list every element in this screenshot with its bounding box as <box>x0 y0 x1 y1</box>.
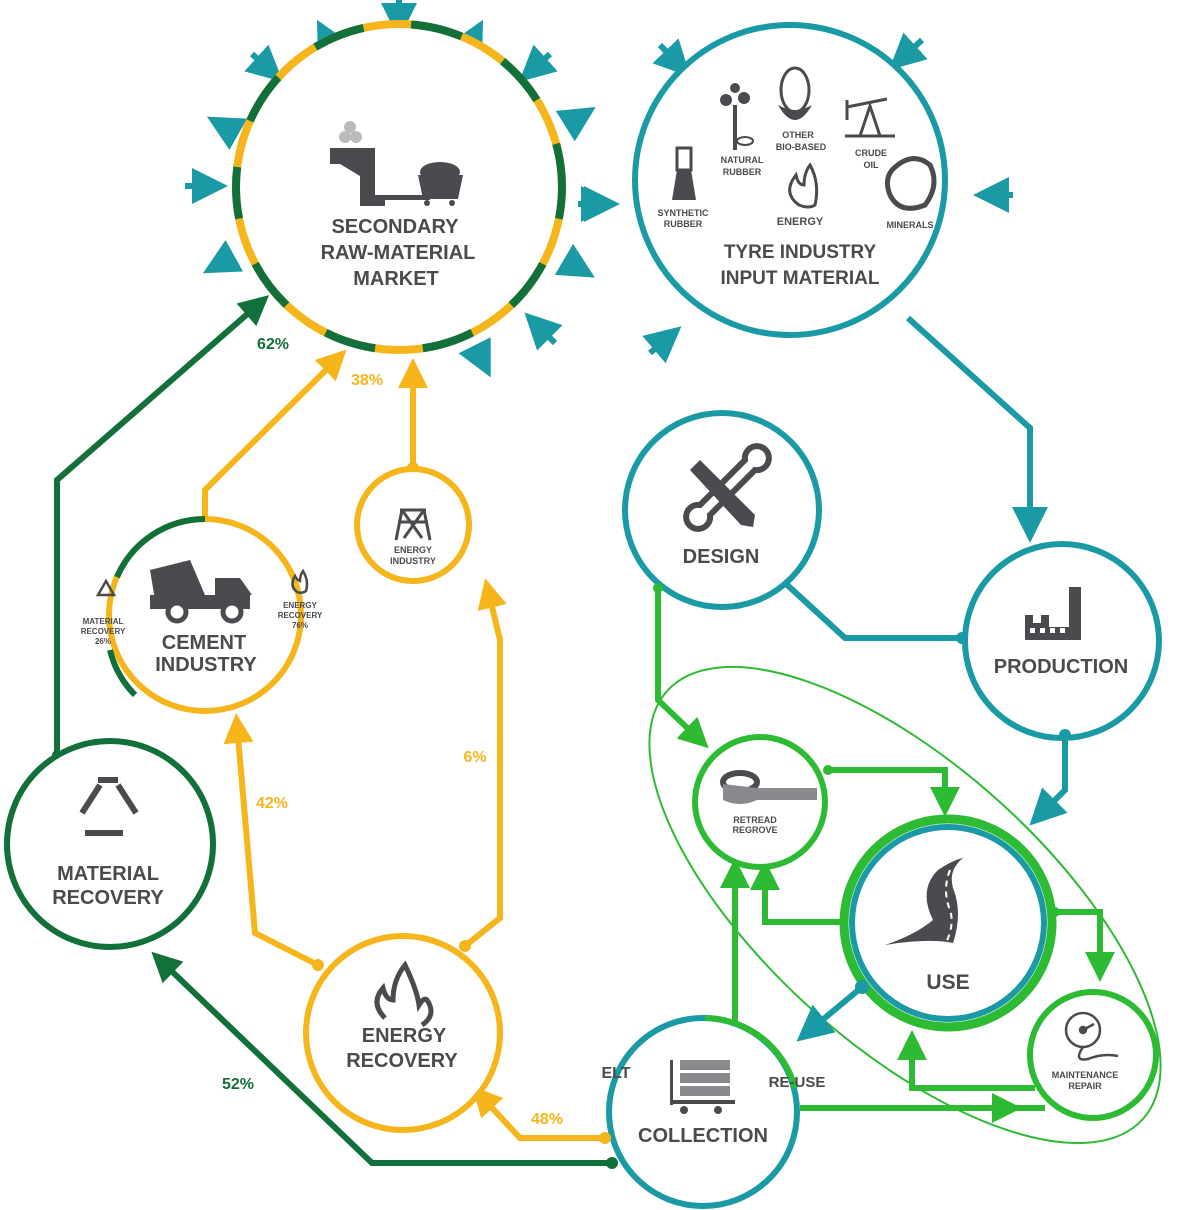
minerals-label: MINERALS <box>887 220 934 230</box>
tyre-label-line2: INPUT MATERIAL <box>720 268 879 289</box>
energy-recovery-flows <box>202 349 605 1141</box>
crude-oil-line2: OIL <box>864 160 880 170</box>
synthetic-rubber-line2: RUBBER <box>664 219 703 229</box>
pct-energyrec-to-cement: 42% <box>256 795 288 812</box>
recycle-small-icon <box>95 578 117 597</box>
reuse-label: RE-USE <box>769 1074 826 1091</box>
other-bio-line2: BIO-BASED <box>776 142 827 152</box>
node-material-recovery[interactable]: MATERIAL RECOVERY <box>4 738 216 950</box>
node-design[interactable]: DESIGN <box>622 410 822 610</box>
use-to-collection-arrow <box>796 984 864 1042</box>
design-label: DESIGN <box>683 546 760 568</box>
node-maintenance-repair[interactable]: MAINTENANCE REPAIR <box>1027 989 1159 1121</box>
tyre-label-line1: TYRE INDUSTRY <box>724 242 877 263</box>
use-label: USE <box>926 971 969 994</box>
flame-small-icon <box>291 568 309 595</box>
crude-oil-line1: CRUDE <box>855 148 887 158</box>
tyre-input-arrows <box>642 32 1013 364</box>
factory-cart-icon <box>330 121 463 206</box>
flame-icon <box>374 960 434 1028</box>
node-retread-regrove[interactable]: RETREAD REGROVE <box>692 734 828 870</box>
node-cement-industry[interactable]: CEMENT INDUSTRY MATERIAL RECOVERY 26% EN… <box>81 516 323 714</box>
cement-energy-recovery-line1: ENERGY <box>283 601 317 610</box>
node-production[interactable]: PRODUCTION <box>962 541 1162 741</box>
cement-energy-recovery-pct: 76% <box>292 621 308 630</box>
cement-energy-recovery-line2: RECOVERY <box>278 611 323 620</box>
node-energy-recovery[interactable]: ENERGY RECOVERY <box>303 933 503 1133</box>
pressure-gauge-icon <box>1064 1011 1119 1061</box>
synthetic-rubber-line1: SYNTHETIC <box>657 208 709 218</box>
tools-icon <box>683 443 772 532</box>
market-label-line3: MARKET <box>353 268 439 290</box>
production-to-use-arrow <box>1029 735 1068 826</box>
market-label-line2: RAW-MATERIAL <box>321 242 476 264</box>
corn-bio-icon <box>778 66 812 120</box>
material-recovery-flows <box>54 295 612 1166</box>
natural-rubber-line2: RUBBER <box>723 167 762 177</box>
oil-pump-icon <box>845 97 895 138</box>
node-energy-industry[interactable]: ENERGY INDUSTRY <box>354 466 472 584</box>
reuse-green-flows <box>655 588 1115 1123</box>
pct-collection-to-energyrec: 48% <box>531 1111 563 1128</box>
cement-material-recovery-pct: 26% <box>95 637 111 646</box>
other-bio-line1: OTHER <box>782 130 814 140</box>
node-tyre-industry-input-material[interactable]: NATURAL RUBBER OTHER BIO-BASED CRUDE OIL… <box>632 22 948 338</box>
tyre-tread-icon <box>720 770 817 804</box>
tyre-to-production-arrow <box>905 315 1048 543</box>
maintenance-line1: MAINTENANCE <box>1052 1070 1119 1080</box>
recycle-icon <box>79 777 139 836</box>
energy-recovery-line1: ENERGY <box>362 1025 447 1047</box>
material-recovery-line1: MATERIAL <box>57 863 159 885</box>
node-secondary-raw-material-market[interactable]: SECONDARY RAW-MATERIAL MARKET <box>232 20 566 354</box>
energy-input-label: ENERGY <box>777 216 824 228</box>
cement-line2: INDUSTRY <box>155 654 257 676</box>
cement-line1: CEMENT <box>162 632 246 654</box>
market-label-line1: SECONDARY <box>331 216 459 238</box>
energy-industry-line1: ENERGY <box>394 545 432 555</box>
pct-collection-to-matrec: 52% <box>222 1076 254 1093</box>
cement-truck-icon <box>150 560 252 624</box>
pct-cement-to-market: 38% <box>351 372 383 389</box>
elt-label: ELT <box>601 1065 630 1082</box>
collection-label: COLLECTION <box>638 1125 768 1147</box>
node-use[interactable]: USE <box>839 814 1057 1032</box>
material-recovery-line2: RECOVERY <box>52 887 164 909</box>
natural-rubber-icon <box>720 83 754 150</box>
node-collection[interactable]: COLLECTION ELT RE-USE <box>601 1015 826 1209</box>
flask-icon <box>672 146 696 200</box>
road-icon <box>885 858 963 946</box>
tyre-cart-icon <box>670 1060 735 1114</box>
design-production-link <box>781 579 962 641</box>
natural-rubber-line1: NATURAL <box>721 155 764 165</box>
production-label: PRODUCTION <box>994 656 1128 678</box>
mineral-rock-icon <box>884 156 937 211</box>
pct-energyrec-to-energyind: 6% <box>463 749 486 766</box>
retread-line2: REGROVE <box>732 825 777 835</box>
cement-material-recovery-line2: RECOVERY <box>81 627 126 636</box>
maintenance-line2: REPAIR <box>1068 1081 1102 1091</box>
energy-industry-line2: INDUSTRY <box>390 556 436 566</box>
flame-icon <box>788 162 819 209</box>
cement-material-recovery-line1: MATERIAL <box>83 617 124 626</box>
retread-line1: RETREAD <box>733 815 777 825</box>
pct-matrec-to-market: 62% <box>257 336 289 353</box>
energy-recovery-line2: RECOVERY <box>346 1050 458 1072</box>
power-pylon-icon <box>394 508 432 541</box>
factory-icon <box>1025 587 1081 640</box>
